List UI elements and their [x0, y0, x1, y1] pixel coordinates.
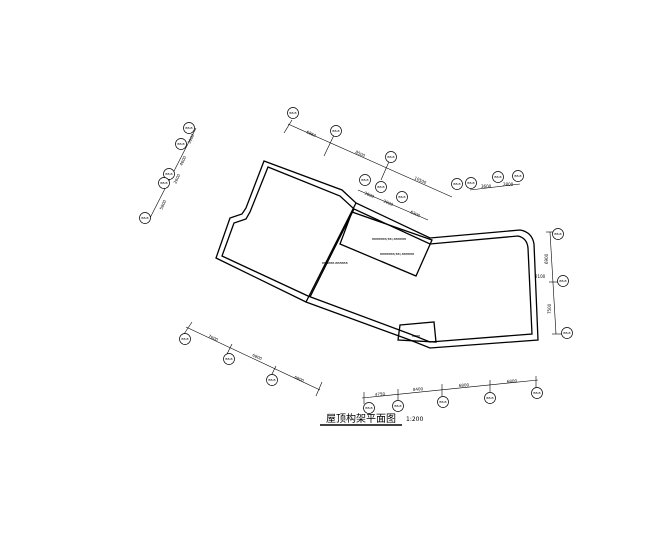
drawing-scale: 1:200	[406, 416, 423, 423]
axis-bubble-label-21: BB-B	[268, 378, 275, 382]
dim-br-4: 6800	[507, 378, 518, 384]
axis-bubble-label-2: BB-B	[332, 129, 339, 133]
axis-bubble-8	[359, 174, 371, 186]
axis-bubble-label-5: BB-B	[467, 181, 474, 185]
dim-br-3: 6800	[459, 382, 470, 388]
dim-right-1: 6900	[544, 253, 549, 264]
axis-bubble-18	[561, 327, 573, 339]
axis-bubble-label-24: BB-B	[439, 400, 446, 404]
axis-bubble-4	[451, 178, 463, 190]
axis-bubble-24	[437, 396, 449, 408]
axis-bubble-label-9: BB-B	[377, 185, 384, 189]
axis-bubble-3	[385, 151, 397, 163]
dim-left-1: 3900	[186, 133, 195, 145]
axis-bubble-label-13: BB-B	[165, 172, 172, 176]
axis-bubble-label-8: BB-B	[361, 178, 368, 182]
axis-bubble-22	[363, 402, 375, 414]
axis-bubble-19	[179, 333, 191, 345]
dimension-bottom-right	[361, 376, 539, 404]
axis-bubble-10	[396, 191, 408, 203]
dim-in-1: 3600	[364, 190, 376, 199]
drawing-title: 屋顶构架平面图	[326, 412, 396, 425]
axis-bubble-label-15: BB-B	[141, 216, 148, 220]
dim-right-2: 7500	[547, 303, 552, 314]
dim-tr-2: 2800	[503, 182, 514, 187]
axis-bubble-label-4: BB-B	[453, 182, 460, 186]
axis-bubble-21	[266, 374, 278, 386]
axis-bubble-label-18: BB-B	[563, 331, 570, 335]
dim-left-4: 5800	[158, 199, 167, 211]
axis-bubble-label-23: BB-B	[394, 404, 401, 408]
axis-bubble-label-26: BB-B	[533, 391, 540, 395]
axis-bubble-15	[139, 212, 151, 224]
axis-bubble-16	[552, 228, 564, 240]
axis-bubble-7	[512, 170, 524, 182]
axis-bubble-label-1: BB-B	[289, 111, 296, 115]
dim-top-2: 8500	[355, 149, 367, 158]
dim-top-3: 10500	[414, 175, 428, 185]
dimension-inner-top	[357, 189, 429, 221]
inner-label-a: BBBBBBB(BB)-BBBBBB	[372, 237, 406, 241]
axis-bubble-label-14: BB-B	[160, 181, 167, 185]
axis-bubble-17	[557, 275, 569, 287]
dim-bl-1: 7600	[208, 333, 220, 342]
axis-bubble-9	[375, 181, 387, 193]
inner-label-b: BBBBBB-BBBBBB	[322, 261, 348, 265]
axis-bubble-14	[158, 177, 170, 189]
dim-in-3: 6300	[410, 209, 422, 218]
dimension-top-right	[469, 183, 521, 191]
axis-bubble-label-12: BB-B	[177, 142, 184, 146]
axis-bubble-label-20: BB-B	[225, 357, 232, 361]
dim-bl-3: 6800	[294, 374, 306, 383]
axis-bubble-1	[287, 107, 299, 119]
dim-left-3: 2600	[172, 173, 181, 185]
axis-bubble-23	[392, 400, 404, 412]
axis-bubble-label-17: BB-B	[559, 279, 566, 283]
axis-bubble-13	[163, 168, 175, 180]
dim-br-2: 8400	[413, 386, 424, 392]
dim-bl-2: 6800	[252, 352, 264, 361]
dim-left-2: 4600	[178, 155, 187, 167]
axis-bubble-6	[492, 171, 504, 183]
axis-bubble-label-6: BB-B	[494, 175, 501, 179]
dimension-bottom-left	[183, 321, 323, 397]
axis-bubble-2	[330, 125, 342, 137]
axis-bubble-11	[183, 122, 195, 134]
inner-label-c: BBBBBBB(BB)-BBBBBB	[380, 252, 414, 256]
axis-bubble-label-3: BB-B	[387, 155, 394, 159]
dim-top-1: 6860	[306, 129, 318, 138]
dim-tr-1: 3600	[481, 184, 492, 189]
axis-bubble-label-19: BB-B	[181, 337, 188, 341]
dim-in-2: 3000	[383, 198, 395, 207]
axis-bubble-20	[223, 353, 235, 365]
building-outline	[215, 160, 539, 349]
axis-bubble-label-22: BB-B	[365, 406, 372, 410]
axis-bubble-label-16: BB-B	[554, 232, 561, 236]
axis-bubble-26	[531, 387, 543, 399]
axis-bubble-label-7: BB-B	[514, 174, 521, 178]
axis-bubble-5	[465, 177, 477, 189]
axis-bubble-label-25: BB-B	[486, 396, 493, 400]
dim-br-1: 4750	[375, 391, 386, 397]
dim-right-inner: 2100	[535, 274, 546, 279]
inner-label-d: BBBB	[412, 334, 420, 338]
axis-bubble-25	[484, 392, 496, 404]
axis-bubble-label-11: BB-B	[185, 126, 192, 130]
axis-bubble-label-10: BB-B	[398, 195, 405, 199]
axis-bubbles: BB-B BB-B BB-B BB-B BB-B BB-B BB-B BB-B BB-B BB-B…	[139, 107, 573, 414]
axis-bubble-12	[175, 138, 187, 150]
